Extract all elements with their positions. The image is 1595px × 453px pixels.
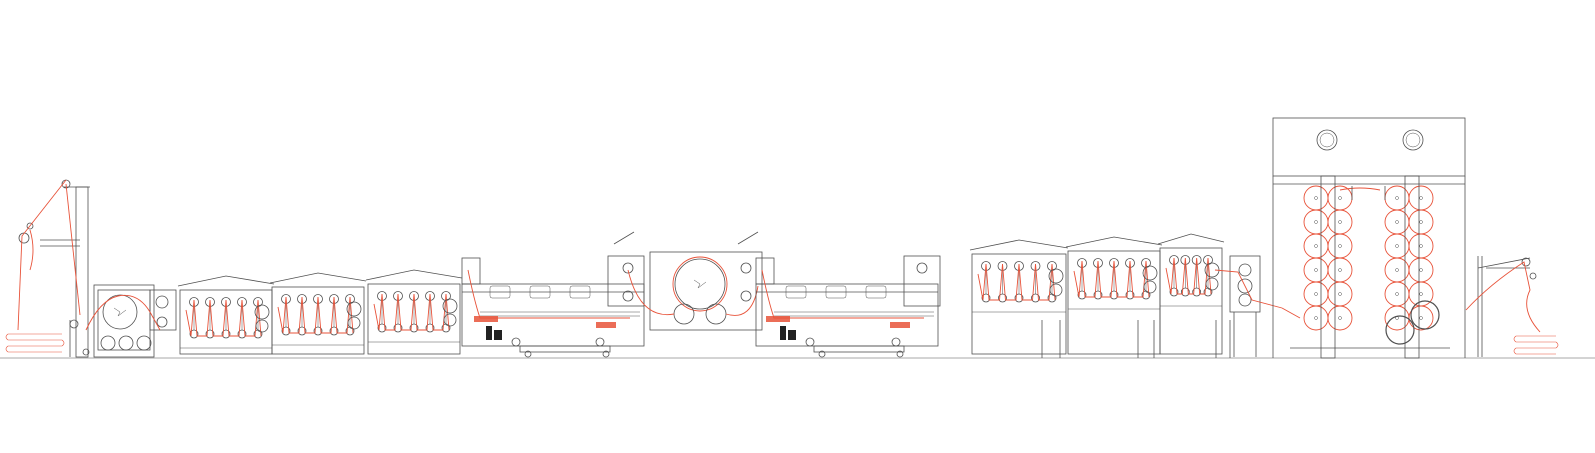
drying-cylinder — [1384, 185, 1410, 211]
drying-cylinder — [1384, 281, 1410, 307]
cylinder-hub — [1314, 316, 1318, 320]
wash-compartment-4 — [969, 239, 1069, 355]
wash-compartment-6 — [1157, 233, 1225, 355]
drying-cylinder — [1408, 257, 1434, 283]
cylinder-hub — [1338, 316, 1342, 320]
cylinder-hub — [1338, 220, 1342, 224]
cylinder-hub — [1314, 244, 1318, 248]
compartment-frame — [271, 286, 365, 355]
compartment-frame — [1159, 247, 1223, 355]
drying-cylinder — [1327, 305, 1353, 331]
cylinder-hub — [1395, 268, 1399, 272]
compartment-frame — [367, 283, 461, 355]
drying-cylinder — [1384, 209, 1410, 235]
steamer-1 — [461, 257, 645, 358]
drying-cylinder — [1384, 257, 1410, 283]
drying-cylinder — [1303, 209, 1329, 235]
drying-cylinder — [1408, 185, 1434, 211]
cylinder-hub — [1338, 268, 1342, 272]
compartment-hood — [1065, 236, 1163, 248]
cylinder-hub — [1395, 244, 1399, 248]
wash-compartment-5 — [1065, 236, 1163, 355]
fabric-path — [277, 296, 354, 334]
drying-cylinder — [1327, 209, 1353, 235]
cylinder-hub — [1395, 196, 1399, 200]
drying-cylinder — [1303, 281, 1329, 307]
generated-units — [177, 185, 1434, 358]
wash-compartment-2 — [269, 272, 367, 355]
fabric-path — [185, 299, 262, 337]
cylinder-hub — [1419, 196, 1423, 200]
compartment-frame — [971, 253, 1067, 355]
drying-cylinder — [1408, 233, 1434, 259]
cylinder-hub — [1314, 220, 1318, 224]
fabric-path — [1165, 257, 1212, 295]
drying-cylinder — [1408, 281, 1434, 307]
nip-roller — [1048, 268, 1064, 284]
nip-roller — [1142, 265, 1158, 281]
central-drum-unit — [607, 231, 763, 331]
cylinder-hub — [1419, 220, 1423, 224]
drying-cylinder — [1303, 305, 1329, 331]
fabric-path — [1073, 260, 1150, 298]
nip-roller — [1049, 283, 1063, 297]
compartment-hood — [1157, 233, 1225, 245]
fabric-path — [977, 263, 1056, 301]
wash-compartment-3 — [365, 269, 463, 355]
drying-cylinder — [1408, 305, 1434, 331]
cylinder-hub — [1338, 196, 1342, 200]
drying-cylinder — [1384, 233, 1410, 259]
nip-roller — [442, 298, 458, 314]
cylinder-hub — [1314, 292, 1318, 296]
cylinder-hub — [1395, 220, 1399, 224]
unwind-stand-entry — [5, 179, 90, 358]
cylinder-hub — [1338, 292, 1342, 296]
fabric-path — [373, 293, 450, 331]
drying-cylinder — [1384, 305, 1410, 331]
nip-roller — [346, 301, 362, 317]
cylinder-hub — [1419, 316, 1423, 320]
compartment-hood — [177, 275, 275, 287]
compartment-hood — [365, 269, 463, 281]
compartment-hood — [269, 272, 367, 284]
nip-roller — [1205, 277, 1219, 291]
nip-roller — [255, 319, 269, 333]
drying-cylinder — [1327, 257, 1353, 283]
drying-cylinder — [1303, 233, 1329, 259]
cylinder-hub — [1314, 196, 1318, 200]
wash-compartment-1 — [177, 275, 275, 355]
drying-cylinder — [1303, 185, 1329, 211]
drying-cylinder — [1408, 209, 1434, 235]
nip-roller — [347, 316, 361, 330]
feed-cylinder-unit — [85, 284, 177, 358]
drying-cylinder-tower — [1272, 117, 1466, 359]
drying-cylinder — [1327, 233, 1353, 259]
cylinder-hub — [1395, 292, 1399, 296]
drying-cylinder — [1303, 257, 1329, 283]
cylinder-hub — [1314, 268, 1318, 272]
steamer-2 — [755, 255, 941, 358]
nip-roller — [443, 313, 457, 327]
compartment-hood — [969, 239, 1069, 251]
nip-roller — [1143, 280, 1157, 294]
cylinder-hub — [1419, 292, 1423, 296]
drying-cylinder — [1327, 281, 1353, 307]
squeeze-unit — [1214, 255, 1283, 357]
plaiter-exit — [1465, 256, 1559, 357]
cylinder-hub — [1419, 268, 1423, 272]
nip-roller — [254, 304, 270, 320]
cylinder-hub — [1419, 244, 1423, 248]
cylinder-hub — [1338, 244, 1342, 248]
